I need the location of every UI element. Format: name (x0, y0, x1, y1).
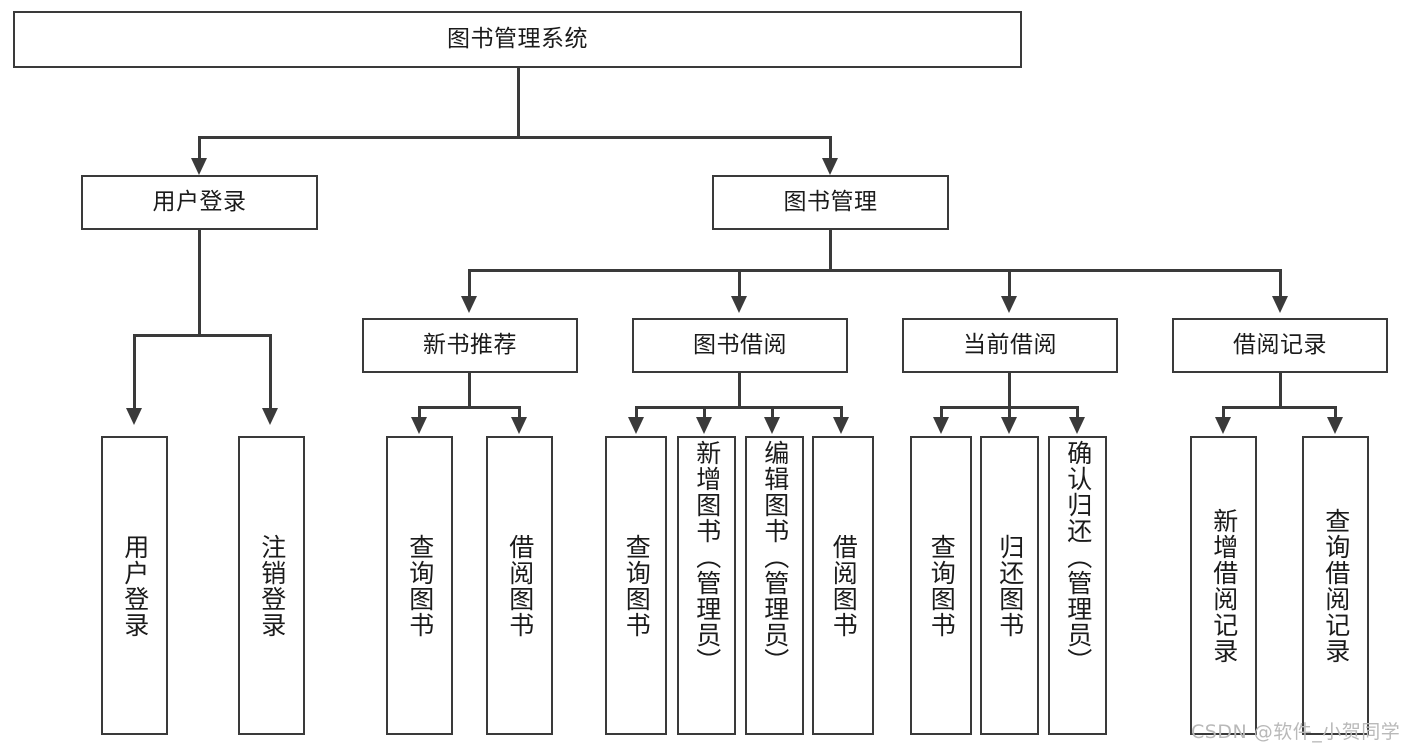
leaf-label: 编辑图书（管理员） (760, 440, 790, 674)
leaf-label: 查询图书 (927, 533, 957, 638)
node-label: 图书管理 (783, 188, 878, 215)
leaf-label: 借阅图书 (829, 533, 859, 638)
node-label: 用户登录 (152, 188, 247, 215)
edge-book-management-stem (829, 230, 832, 272)
edge-level2-bar (198, 136, 832, 139)
edge-current-borrow-child-2 (1008, 406, 1011, 421)
leaf-label: 用户登录 (120, 533, 150, 638)
edge-borrow-record-child-2 (1334, 406, 1337, 421)
node-label: 新书推荐 (423, 331, 517, 358)
node-current-borrow[interactable]: 当前借阅 (902, 318, 1118, 373)
leaf-query-book-current[interactable]: 查询图书 (910, 436, 972, 735)
node-label: 图书借阅 (693, 331, 787, 358)
arrow-to-book-borrow (731, 296, 747, 313)
leaf-label: 查询图书 (405, 533, 435, 638)
edge-borrow-record-bar (1222, 406, 1337, 409)
edge-user-login-child-2 (269, 334, 272, 414)
arrow-new-book-child-1 (411, 417, 427, 434)
arrow-book-borrow-child-2 (696, 417, 712, 434)
node-new-book-recommend[interactable]: 新书推荐 (362, 318, 578, 373)
leaf-logout[interactable]: 注销登录 (238, 436, 305, 735)
arrow-borrow-record-child-1 (1215, 417, 1231, 434)
leaf-borrow-book-new[interactable]: 借阅图书 (486, 436, 553, 735)
leaf-return-book[interactable]: 归还图书 (980, 436, 1039, 735)
leaf-label: 查询借阅记录 (1321, 507, 1351, 664)
edge-book-borrow-child-1 (635, 406, 638, 421)
node-label: 图书管理系统 (447, 25, 588, 52)
arrow-current-borrow-child-1 (933, 417, 949, 434)
arrow-to-new-book (461, 296, 477, 313)
leaf-user-login[interactable]: 用户登录 (101, 436, 168, 735)
arrow-book-borrow-child-1 (628, 417, 644, 434)
leaf-add-borrow-record[interactable]: 新增借阅记录 (1190, 436, 1257, 735)
edge-book-borrow-stem (738, 373, 741, 409)
edge-current-borrow-child-3 (1076, 406, 1079, 421)
arrow-to-book-management (822, 158, 838, 175)
leaf-edit-book-admin[interactable]: 编辑图书（管理员） (745, 436, 804, 735)
leaf-add-book-admin[interactable]: 新增图书（管理员） (677, 436, 736, 735)
leaf-label: 新增借阅记录 (1209, 507, 1239, 664)
leaf-label: 新增图书（管理员） (692, 440, 722, 674)
leaf-label: 确认归还（管理员） (1063, 440, 1093, 674)
arrow-to-current-borrow (1001, 296, 1017, 313)
edge-to-borrow-record (1279, 269, 1282, 301)
edge-borrow-record-child-1 (1222, 406, 1225, 421)
arrow-book-borrow-child-3 (764, 417, 780, 434)
leaf-query-book-new[interactable]: 查询图书 (386, 436, 453, 735)
edge-level3-bar (468, 269, 1282, 272)
edge-current-borrow-stem (1008, 373, 1011, 409)
leaf-query-book-borrow[interactable]: 查询图书 (605, 436, 667, 735)
node-label: 当前借阅 (963, 331, 1057, 358)
edge-new-book-child-1 (418, 406, 421, 421)
arrow-to-user-login (191, 158, 207, 175)
node-borrow-record[interactable]: 借阅记录 (1172, 318, 1388, 373)
edge-new-book-stem (468, 373, 471, 409)
edge-to-new-book (468, 269, 471, 301)
leaf-label: 注销登录 (257, 533, 287, 638)
edge-user-login-bar (133, 334, 272, 337)
leaf-label: 借阅图书 (505, 533, 535, 638)
arrow-borrow-record-child-2 (1327, 417, 1343, 434)
edge-book-borrow-child-3 (771, 406, 774, 421)
edge-root-stem (517, 68, 520, 138)
leaf-label: 归还图书 (995, 533, 1025, 638)
leaf-query-borrow-record[interactable]: 查询借阅记录 (1302, 436, 1369, 735)
edge-current-borrow-child-1 (940, 406, 943, 421)
watermark-text: CSDN @软件_小贺同学 (1191, 721, 1401, 743)
leaf-confirm-return-admin[interactable]: 确认归还（管理员） (1048, 436, 1107, 735)
edge-to-current-borrow (1008, 269, 1011, 301)
arrow-new-book-child-2 (511, 417, 527, 434)
arrow-user-login-child-2 (262, 408, 278, 425)
arrow-to-borrow-record (1272, 296, 1288, 313)
leaf-borrow-book[interactable]: 借阅图书 (812, 436, 874, 735)
arrow-book-borrow-child-4 (833, 417, 849, 434)
edge-new-book-child-2 (518, 406, 521, 421)
edge-to-book-borrow (738, 269, 741, 301)
edge-book-borrow-child-4 (840, 406, 843, 421)
node-book-management[interactable]: 图书管理 (712, 175, 949, 230)
node-root-book-management-system[interactable]: 图书管理系统 (13, 11, 1022, 68)
leaf-label: 查询图书 (622, 533, 652, 638)
edge-new-book-bar (418, 406, 521, 409)
edge-user-login-stem (198, 230, 201, 337)
edge-to-user-login (198, 136, 201, 164)
edge-book-borrow-child-2 (703, 406, 706, 421)
edge-borrow-record-stem (1279, 373, 1282, 409)
node-user-login[interactable]: 用户登录 (81, 175, 318, 230)
csdn-watermark: CSDN @软件_小贺同学 (1191, 717, 1400, 744)
edge-book-borrow-bar (635, 406, 843, 409)
node-book-borrow[interactable]: 图书借阅 (632, 318, 848, 373)
node-label: 借阅记录 (1233, 331, 1327, 358)
arrow-current-borrow-child-2 (1001, 417, 1017, 434)
arrow-user-login-child-1 (126, 408, 142, 425)
edge-user-login-child-1 (133, 334, 136, 414)
edge-to-book-management (829, 136, 832, 164)
arrow-current-borrow-child-3 (1069, 417, 1085, 434)
